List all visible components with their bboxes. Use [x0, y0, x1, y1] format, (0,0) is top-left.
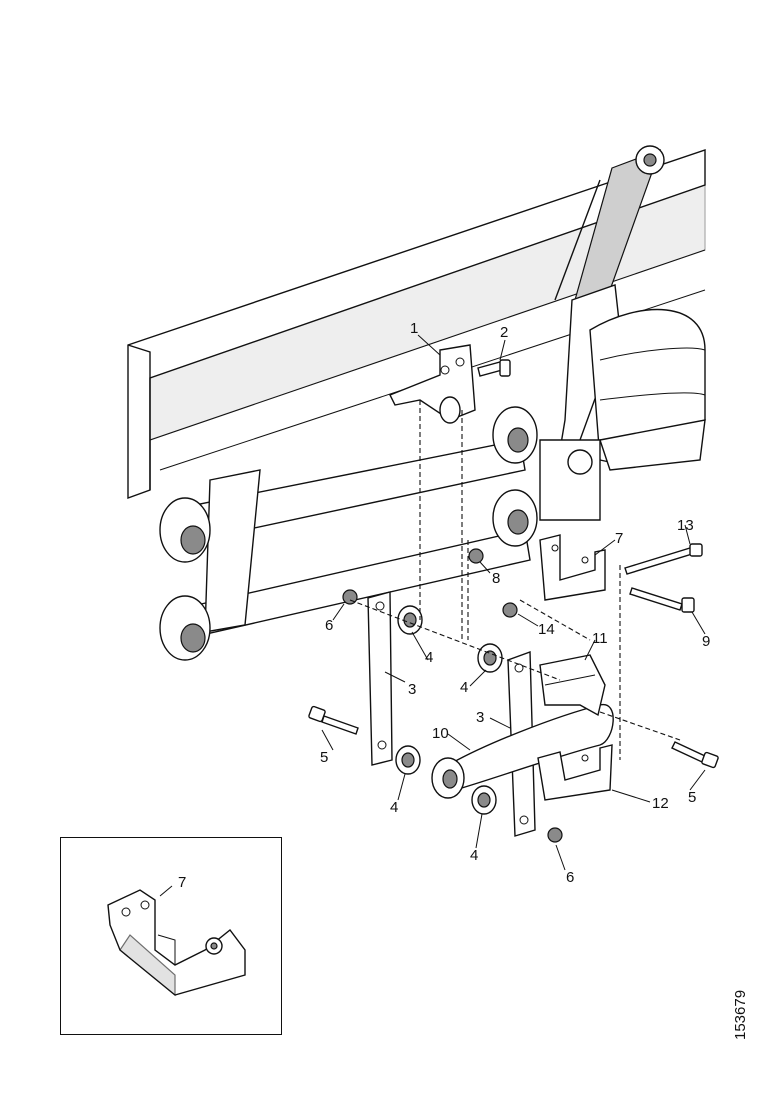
part-5-bolt-left	[308, 705, 359, 735]
callout-14: 14	[538, 621, 555, 638]
axle-link-arm	[159, 439, 531, 661]
callout-5-right: 5	[688, 789, 696, 806]
inset-callout-7: 7	[178, 874, 186, 891]
part-12-clamp	[537, 744, 613, 801]
callout-9: 9	[702, 633, 710, 650]
part-5-bolt-right	[671, 741, 719, 769]
callout-1: 1	[410, 320, 418, 337]
callout-6-b: 6	[566, 869, 574, 886]
part-14-nut	[502, 602, 518, 618]
part-3-link-left	[367, 591, 393, 766]
callout-11: 11	[592, 630, 608, 647]
part-1-bracket	[389, 344, 476, 424]
leader-lines	[321, 334, 706, 871]
callout-5-left: 5	[320, 749, 328, 766]
callout-3-left: 3	[408, 681, 416, 698]
callouts: 1 2 3 3 4 4 4 4 5 5 6 6 7 8 9 10 11 12 1…	[320, 320, 710, 886]
callout-3-right: 3	[476, 709, 484, 726]
part-6-nuts	[342, 589, 563, 843]
part-9-bolt	[629, 587, 695, 613]
part-10-stabilizer-bar	[431, 704, 614, 799]
callout-12: 12	[652, 795, 669, 812]
callout-2: 2	[500, 324, 508, 341]
part-8-nut	[468, 548, 484, 564]
callout-10: 10	[432, 725, 449, 742]
part-2-bolt	[477, 359, 511, 377]
callout-8: 8	[492, 570, 500, 587]
air-spring	[589, 308, 706, 471]
callout-4-d: 4	[470, 847, 478, 864]
callout-4-c: 4	[390, 799, 398, 816]
callout-13: 13	[677, 517, 694, 534]
callout-6-a: 6	[325, 617, 333, 634]
assembly-dashed-lines	[349, 400, 681, 760]
part-13-bolt	[624, 543, 703, 575]
callout-4-b: 4	[460, 679, 468, 696]
callout-7: 7	[615, 530, 623, 547]
bushings	[492, 406, 601, 547]
callout-4-a: 4	[425, 649, 433, 666]
inset-detail-frame	[60, 837, 282, 1035]
inset-part-7-detail: 7	[107, 874, 246, 997]
part-7-bracket	[539, 534, 606, 601]
drawing-reference-number: 153679	[732, 989, 749, 1040]
part-11-clamp	[539, 654, 606, 717]
